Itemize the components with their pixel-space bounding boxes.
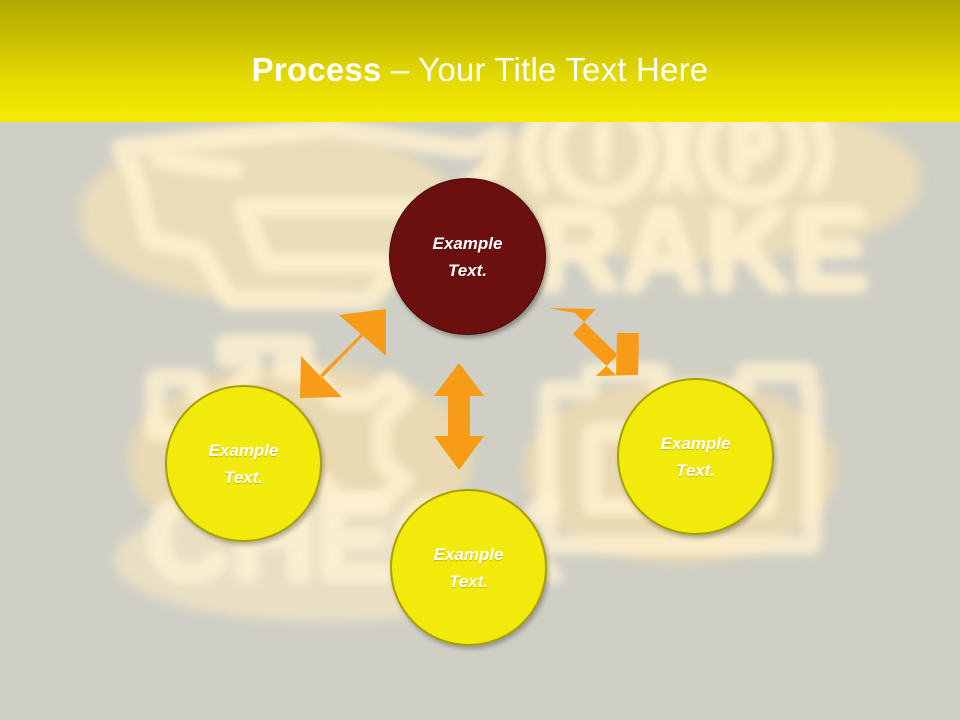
process-node-top[interactable]: Example Text. bbox=[389, 178, 546, 335]
page-title-bold: Process bbox=[251, 51, 382, 88]
node-left-line2: Text. bbox=[223, 467, 264, 487]
node-top-line2: Text. bbox=[447, 260, 488, 280]
node-top-line1: Example bbox=[432, 233, 503, 253]
node-left-line1: Example bbox=[208, 440, 279, 460]
node-right-line2: Text. bbox=[675, 460, 716, 480]
page-title-rest: – Your Title Text Here bbox=[381, 51, 709, 88]
process-node-left[interactable]: Example Text. bbox=[165, 385, 322, 542]
process-node-bottom[interactable]: Example Text. bbox=[390, 489, 547, 646]
title-band: Process – Your Title Text Here bbox=[0, 0, 960, 122]
page-title: Process – Your Title Text Here bbox=[0, 50, 960, 90]
node-bottom-line2: Text. bbox=[448, 571, 489, 591]
node-bottom-line1: Example bbox=[433, 544, 504, 564]
process-node-right[interactable]: Example Text. bbox=[617, 378, 774, 535]
node-right-line1: Example bbox=[660, 433, 731, 453]
